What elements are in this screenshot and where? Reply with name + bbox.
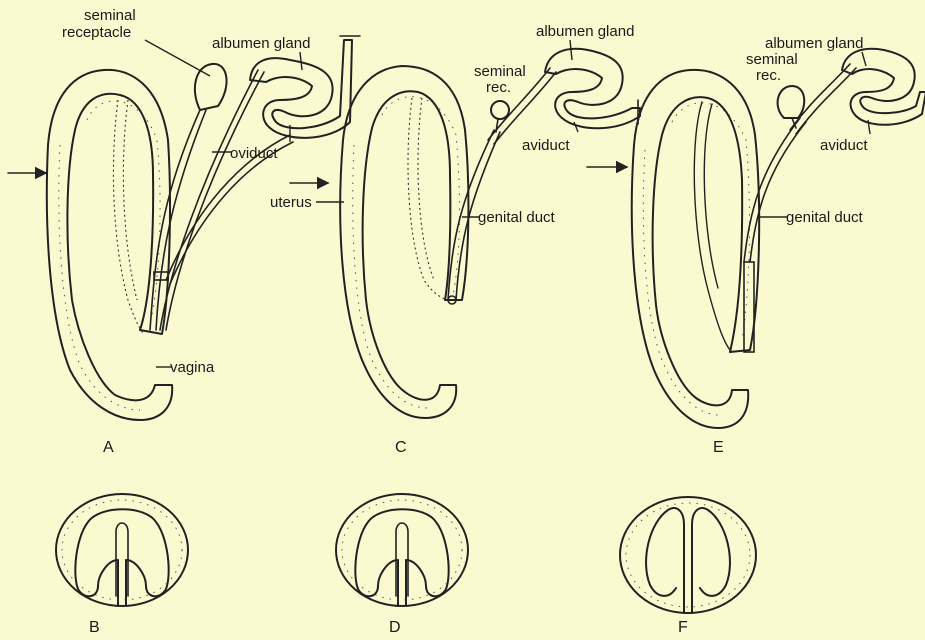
albumen-gland-e xyxy=(842,49,925,125)
labels-e: albumen gland seminal rec. aviduct genit… xyxy=(713,35,870,456)
uterus-body-a xyxy=(47,70,172,420)
label-vagina-a: vagina xyxy=(170,359,215,376)
label-seminal-a: seminal xyxy=(84,7,136,24)
section-d: D xyxy=(336,494,468,636)
label-seminal-e: seminal xyxy=(746,51,798,68)
panel-letter-e: E xyxy=(713,439,724,456)
label-albumen-gland-c: albumen gland xyxy=(536,23,634,40)
uterus-body-e xyxy=(632,70,759,428)
panel-c: seminal rec. albumen gland aviduct uteru… xyxy=(270,23,640,456)
panel-e: albumen gland seminal rec. aviduct genit… xyxy=(587,35,925,456)
section-b: B xyxy=(56,494,188,636)
label-rec-e: rec. xyxy=(756,67,781,84)
panel-letter-f: F xyxy=(678,619,688,636)
labels-c: seminal rec. albumen gland aviduct uteru… xyxy=(270,23,634,456)
label-rec-c: rec. xyxy=(486,79,511,96)
panel-letter-c: C xyxy=(395,439,407,456)
seminal-receptacle-e xyxy=(778,86,805,128)
label-oviduct-a: oviduct xyxy=(230,145,278,162)
section-f: F xyxy=(620,497,756,636)
label-seminal-c: seminal xyxy=(474,63,526,80)
label-aviduct-e: aviduct xyxy=(820,137,868,154)
label-receptacle-a: receptacle xyxy=(62,24,131,41)
panel-letter-b: B xyxy=(89,619,100,636)
panel-letter-d: D xyxy=(389,619,401,636)
seminal-receptacle-c xyxy=(491,101,509,132)
label-uterus-c: uterus xyxy=(270,194,312,211)
label-aviduct-c: aviduct xyxy=(522,137,570,154)
label-albumen-gland-a: albumen gland xyxy=(212,35,310,52)
label-albumen-gland-e: albumen gland xyxy=(765,35,863,52)
panel-letter-a: A xyxy=(103,439,114,456)
label-genital-duct-c: genital duct xyxy=(478,209,556,226)
panel-a: seminal receptacle albumen gland oviduct… xyxy=(8,7,360,456)
ducts-c xyxy=(448,68,556,304)
uterus-body-c xyxy=(340,66,468,418)
ducts-e xyxy=(744,64,856,352)
albumen-gland-c xyxy=(545,49,640,128)
label-genital-duct-e: genital duct xyxy=(786,209,864,226)
